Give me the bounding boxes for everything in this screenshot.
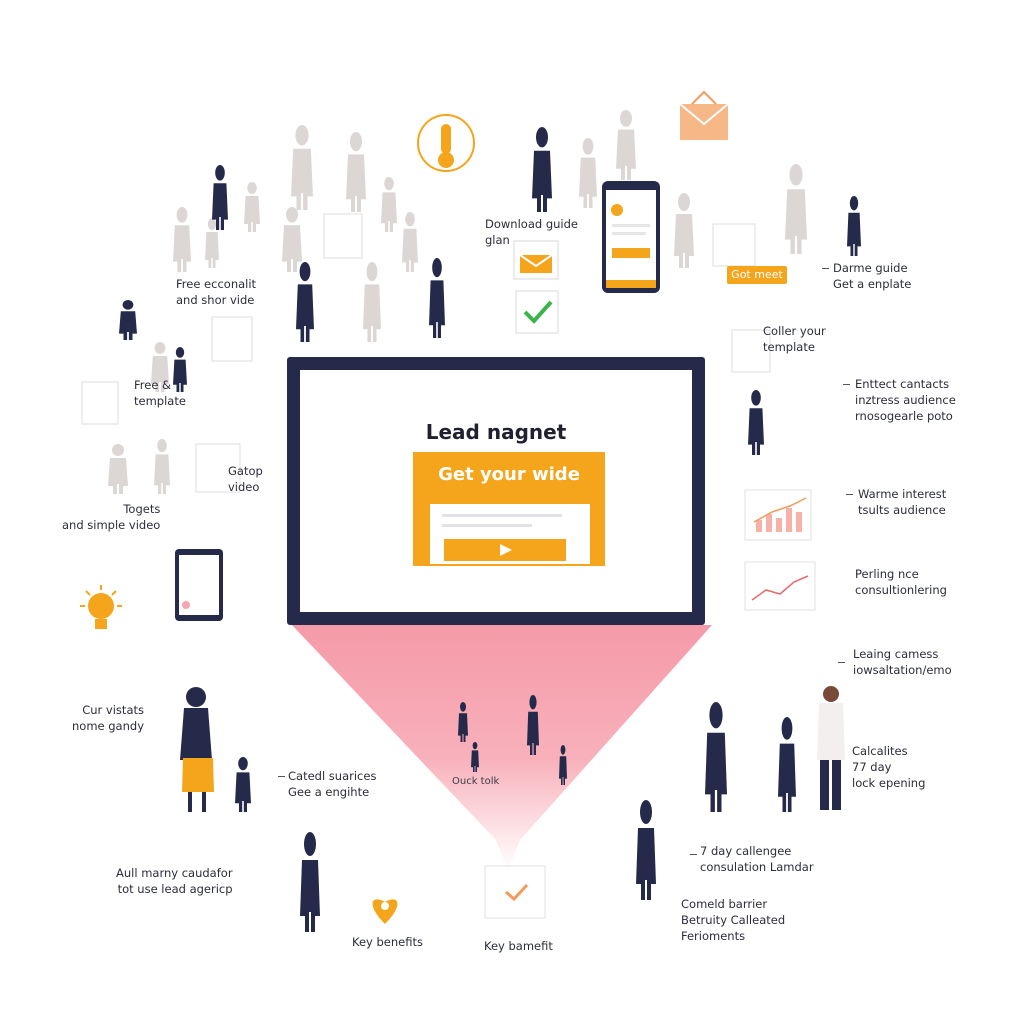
divider — [846, 494, 853, 495]
divider — [278, 776, 285, 777]
label-left-7: Key benefits — [352, 935, 423, 949]
tablet-icon — [175, 549, 223, 621]
label-left-8: Key bamefit — [484, 939, 553, 953]
lightbulb-icon — [80, 585, 122, 629]
benefit-document-icon — [484, 865, 546, 919]
divider — [690, 854, 697, 855]
monitor-title: Lead nagnet — [425, 420, 567, 444]
heart-pin-icon — [372, 899, 398, 924]
form-line — [442, 514, 562, 517]
chart-icon — [744, 489, 816, 611]
divider — [822, 268, 829, 269]
funnel-beam — [292, 625, 712, 870]
phone-icon — [602, 181, 660, 293]
presenter-woman — [180, 687, 214, 812]
cta-panel: Get your wide — [413, 452, 605, 566]
label-left-1: Free &template — [134, 378, 186, 408]
presenter-man — [817, 686, 845, 810]
form-line — [442, 524, 532, 527]
download-icon — [513, 240, 559, 280]
thermometer-icon — [417, 114, 475, 172]
cta-play-button[interactable] — [444, 539, 566, 561]
chat-bubble: Got meet — [727, 266, 787, 284]
funnel-label: Ouck tolk — [452, 776, 500, 787]
divider — [843, 384, 850, 385]
lead-magnet-monitor: Lead nagnet Get your wide — [287, 357, 705, 625]
divider — [838, 662, 845, 663]
checkmark-icon — [515, 290, 559, 334]
cta-form — [430, 504, 590, 564]
cta-title: Get your wide — [438, 464, 580, 485]
envelope-icon — [679, 90, 729, 140]
play-icon — [500, 544, 512, 556]
